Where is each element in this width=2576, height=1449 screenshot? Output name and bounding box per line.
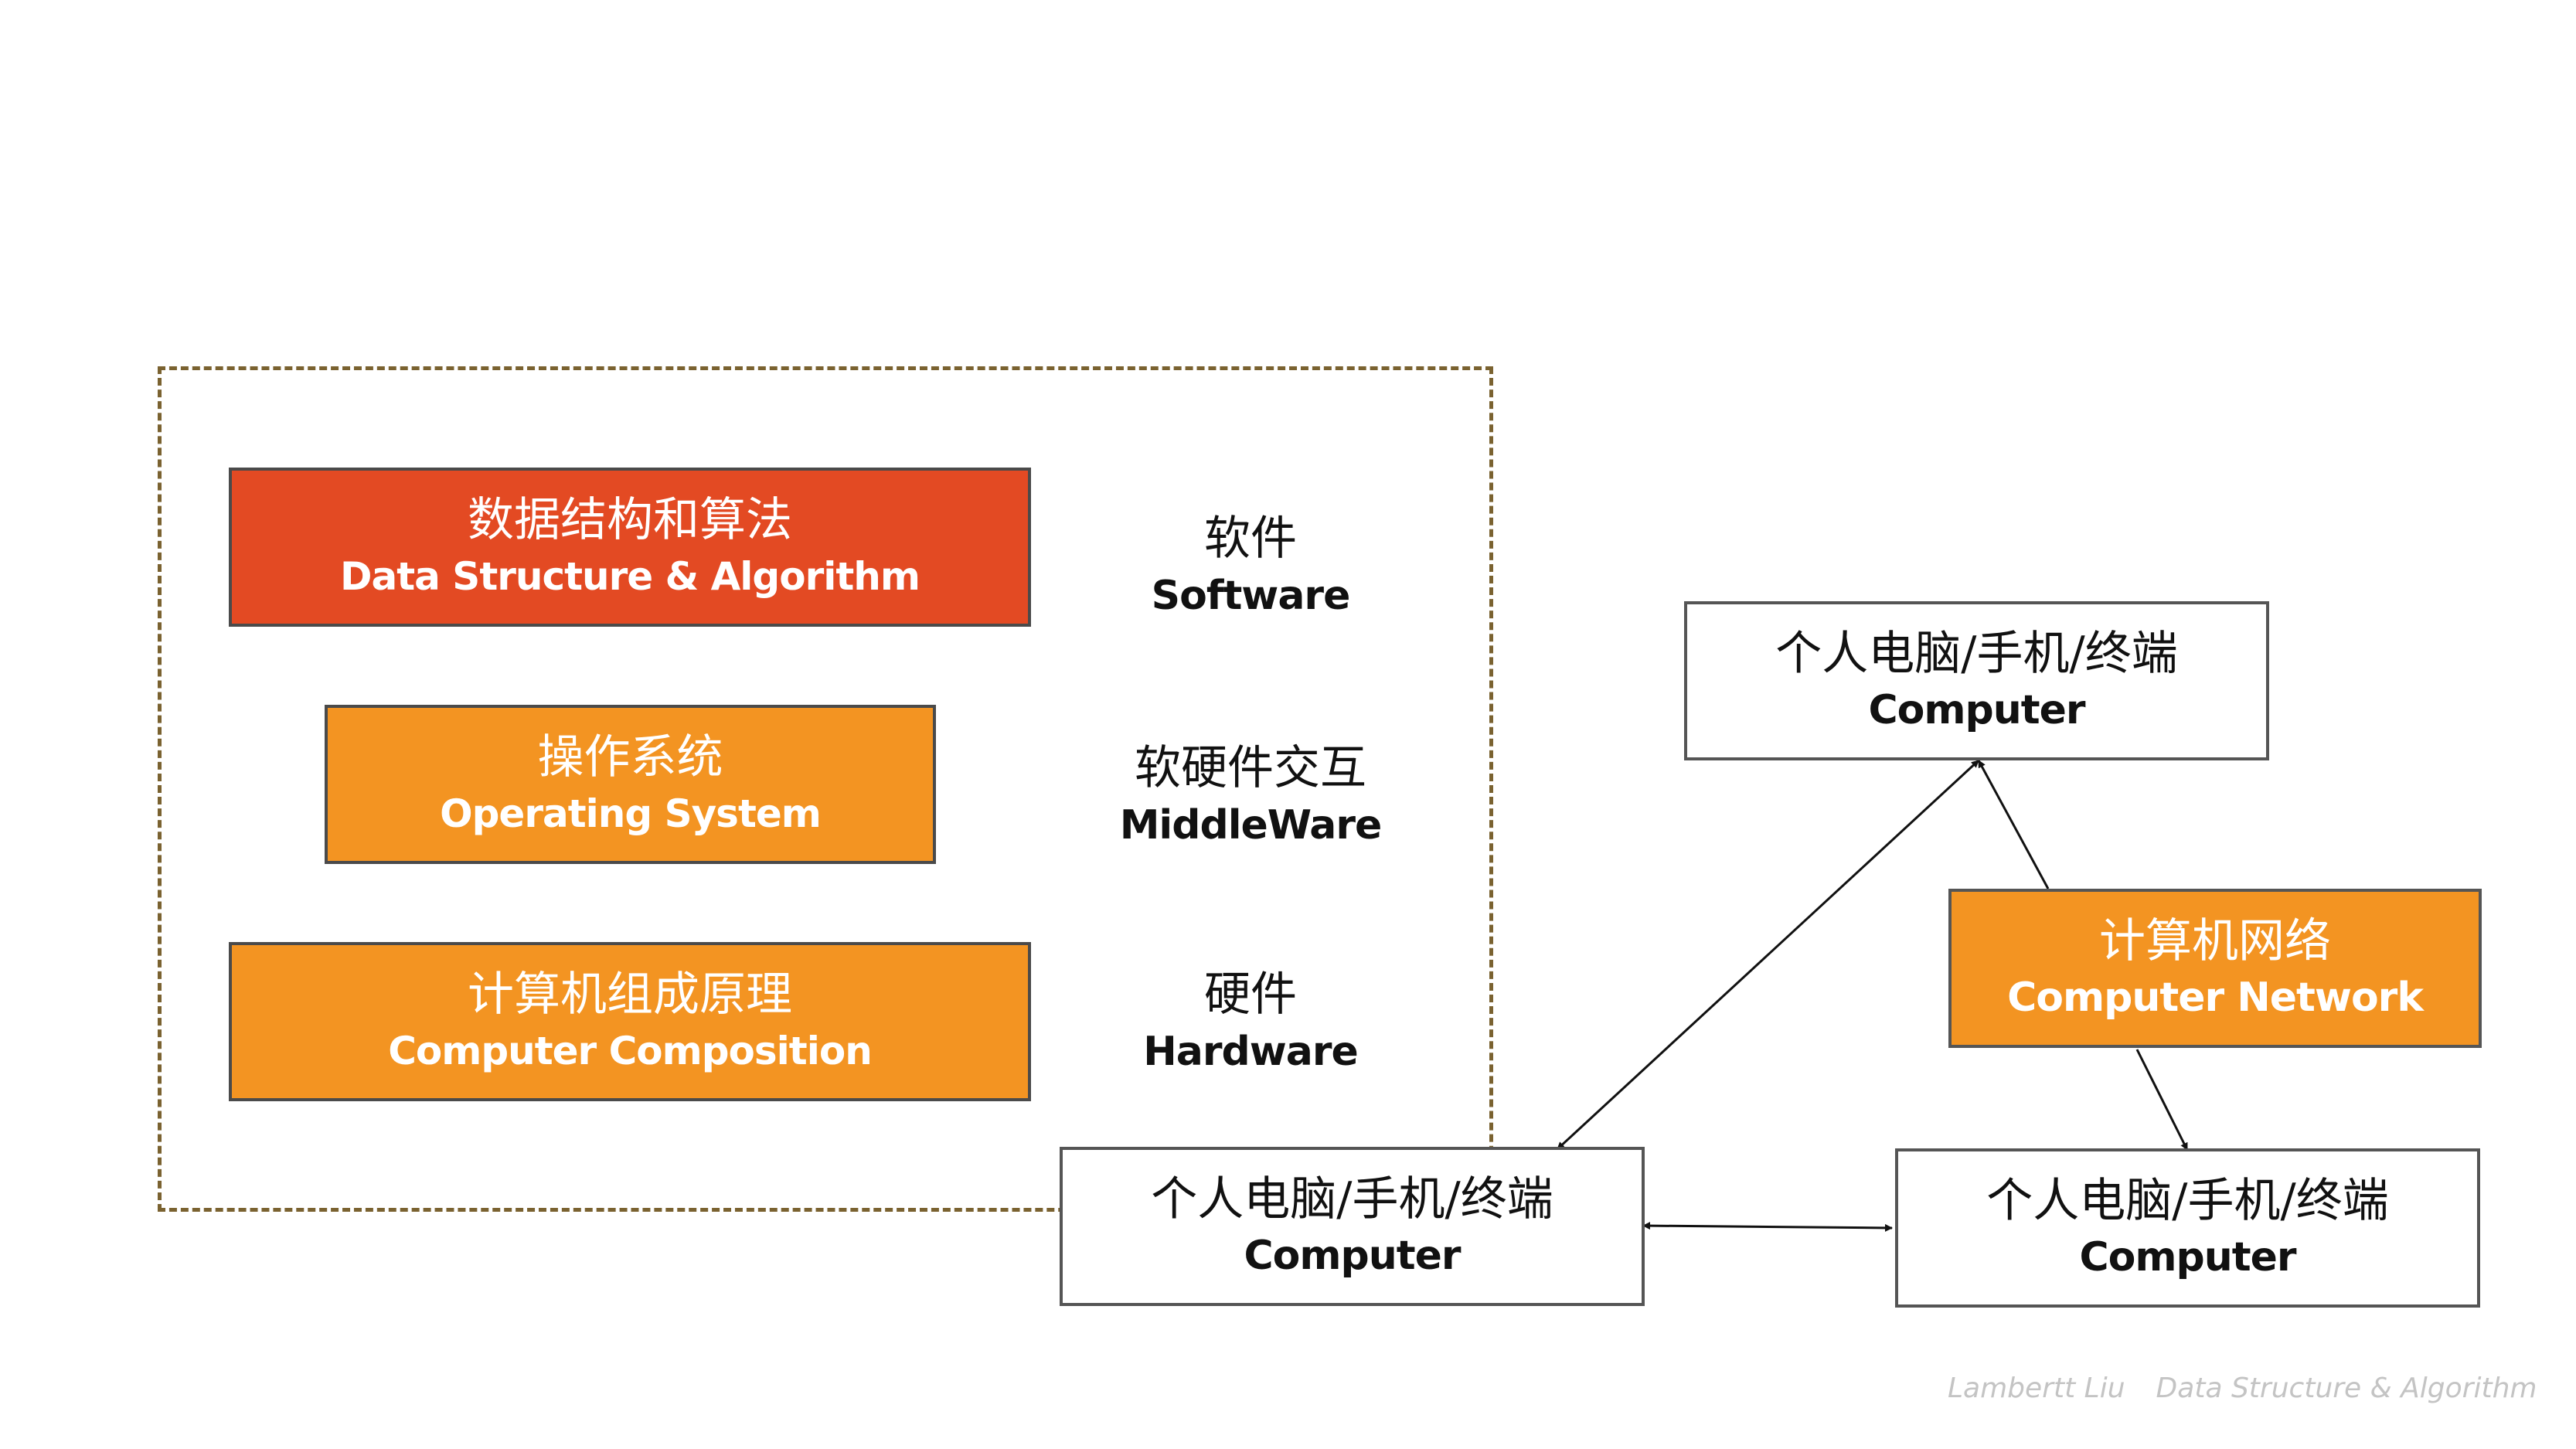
layer-en-label: Computer Composition xyxy=(388,1029,873,1073)
layer-data-structure: 数据结构和算法 Data Structure & Algorithm xyxy=(229,468,1031,627)
layer-zh-label: 计算机组成原理 xyxy=(468,968,792,1022)
link-bottom-left-to-bottom-right xyxy=(1642,1222,1893,1232)
layer-zh-label: 数据结构和算法 xyxy=(468,493,792,547)
tag-en-label: Hardware xyxy=(1143,1029,1359,1075)
dashed-frame xyxy=(158,366,1493,1212)
tag-software: 软件 Software xyxy=(1088,509,1413,623)
link-bottom-left-to-top xyxy=(1556,759,1980,1151)
tag-zh-label: 软硬件交互 xyxy=(1135,741,1366,795)
link-network-to-top xyxy=(1977,760,2050,889)
node-en-label: Computer xyxy=(1244,1233,1461,1279)
computer-node-bottom-right: 个人电脑/手机/终端 Computer xyxy=(1895,1148,2480,1308)
node-zh-label: 个人电脑/手机/终端 xyxy=(1775,627,2178,681)
tag-hardware: 硬件 Hardware xyxy=(1088,964,1413,1079)
layer-en-label: Data Structure & Algorithm xyxy=(340,554,920,599)
tag-zh-label: 软件 xyxy=(1204,512,1297,566)
computer-node-top: 个人电脑/手机/终端 Computer xyxy=(1684,601,2269,760)
footer-credit: Lambertt Liu Data Structure & Algorithm xyxy=(1948,1372,2550,1404)
tag-en-label: Software xyxy=(1151,573,1351,619)
tag-en-label: MiddleWare xyxy=(1119,802,1383,849)
footer-author: Lambertt Liu xyxy=(1948,1372,2125,1404)
node-en-label: Computer xyxy=(2079,1234,2296,1281)
node-en-label: Computer xyxy=(1868,687,2085,733)
layer-operating-system: 操作系统 Operating System xyxy=(325,705,936,864)
layer-en-label: Operating System xyxy=(440,791,822,836)
tag-middleware: 软硬件交互 MiddleWare xyxy=(1088,738,1413,852)
network-en-label: Computer Network xyxy=(2007,975,2424,1021)
computer-network-box: 计算机网络 Computer Network xyxy=(1948,889,2482,1048)
tag-zh-label: 硬件 xyxy=(1204,968,1297,1022)
footer-course: Data Structure & Algorithm xyxy=(2156,1372,2537,1404)
computer-node-bottom-left: 个人电脑/手机/终端 Computer xyxy=(1060,1147,1645,1306)
layer-zh-label: 操作系统 xyxy=(537,730,723,784)
node-zh-label: 个人电脑/手机/终端 xyxy=(1986,1174,2389,1228)
link-network-to-bottom-right xyxy=(2135,1049,2189,1151)
layer-computer-composition: 计算机组成原理 Computer Composition xyxy=(229,942,1031,1101)
node-zh-label: 个人电脑/手机/终端 xyxy=(1151,1172,1553,1226)
network-zh-label: 计算机网络 xyxy=(2099,914,2331,968)
